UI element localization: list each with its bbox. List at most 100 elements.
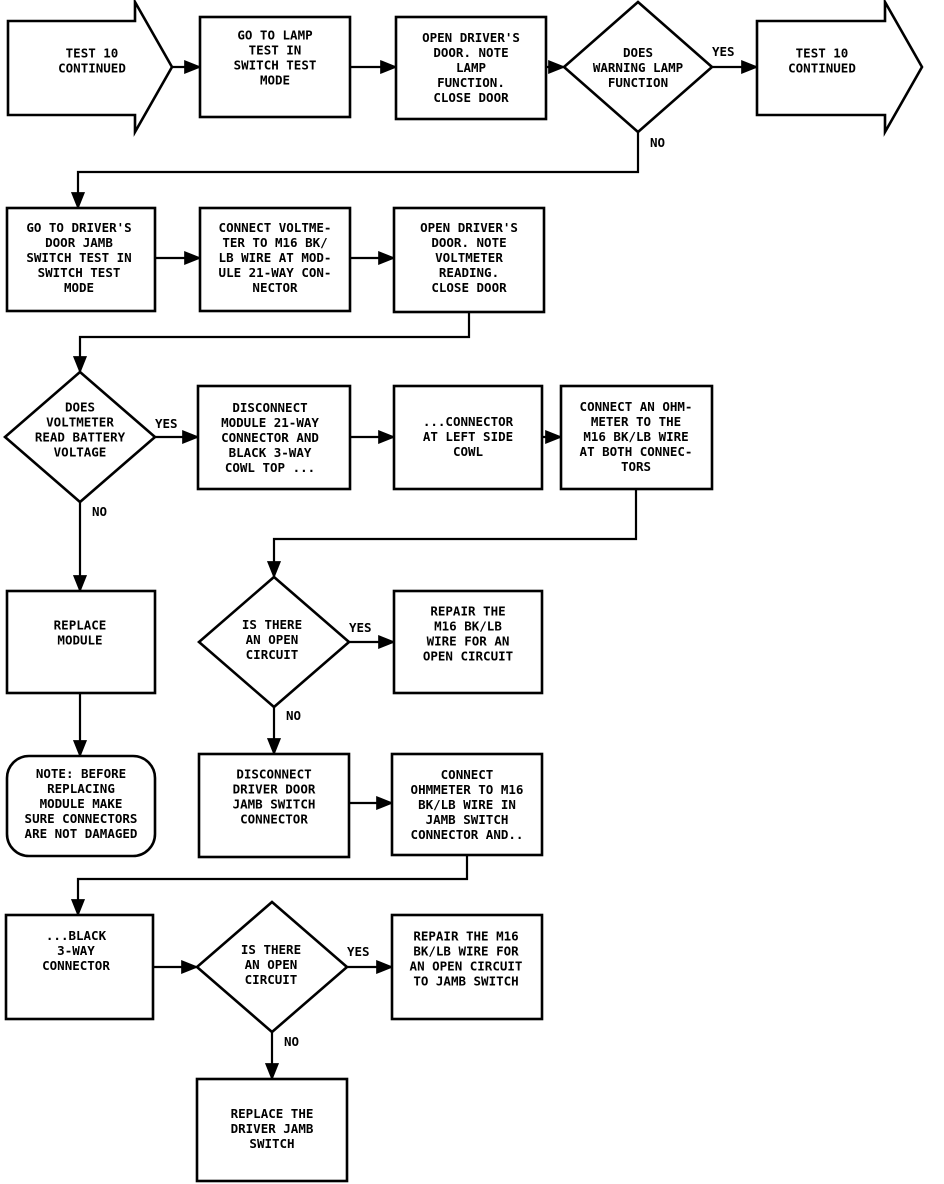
- node-line: CONTINUED: [58, 61, 126, 76]
- label-no-3: NO: [286, 708, 301, 723]
- node-line: CONNECT VOLTME-: [219, 220, 332, 235]
- box-door-jamb-test: [5, 206, 157, 313]
- node-line: READ BATTERY: [35, 430, 126, 445]
- node-line: CLOSE DOOR: [431, 280, 507, 295]
- shapes: [3, 0, 924, 1183]
- node-line: BK/LB WIRE FOR: [413, 944, 519, 959]
- label-yes-2: YES: [155, 416, 178, 431]
- node-line: MODULE: [57, 633, 102, 648]
- box-open-door-lamp: [394, 15, 548, 121]
- node-line: GO TO LAMP: [237, 28, 312, 43]
- node-line: METER TO THE: [591, 414, 681, 429]
- node-line: CONNECTOR AND: [221, 430, 319, 445]
- box-replace-module: [5, 589, 157, 695]
- node-line: DOOR. NOTE: [433, 45, 508, 60]
- node-line: TER TO M16 BK/: [222, 235, 327, 250]
- node-line: COWL: [453, 444, 484, 459]
- node-line: REPAIR THE: [430, 604, 505, 619]
- box-note: [5, 754, 157, 858]
- node-line: AN OPEN: [245, 957, 298, 972]
- box-repair-m16-jamb: [390, 913, 544, 1021]
- box-connect-voltmeter: [198, 206, 352, 313]
- label-yes-1: YES: [712, 44, 735, 59]
- node-line: COWL TOP ...: [225, 460, 315, 475]
- node-line: 3-WAY: [57, 943, 95, 958]
- node-line: REPAIR THE M16: [413, 929, 518, 944]
- label-yes-4: YES: [347, 944, 370, 959]
- node-line: OHMMETER TO M16: [411, 782, 524, 797]
- node-line: VOLTMETER: [435, 250, 503, 265]
- node-line: FUNCTION.: [437, 75, 505, 90]
- label-no-4: NO: [284, 1034, 299, 1049]
- node-line: DRIVER DOOR: [233, 782, 316, 797]
- decision-voltmeter-battery: [3, 370, 157, 504]
- node-line: SWITCH: [249, 1136, 294, 1151]
- node-line: WARNING LAMP: [593, 60, 683, 75]
- node-line: OPEN DRIVER'S: [420, 220, 518, 235]
- box-disconnect-jamb: [197, 752, 351, 859]
- node-line: ULE 21-WAY CON-: [219, 265, 332, 280]
- decision-open-circuit-1: [197, 575, 351, 709]
- node-line: CONNECTOR: [240, 812, 308, 827]
- edge-n8-n9: [72, 312, 471, 374]
- node-line: MODE: [64, 280, 94, 295]
- node-line: DOES: [65, 400, 95, 415]
- box-connector-left-cowl: [392, 384, 544, 491]
- node-line: FUNCTION: [608, 75, 668, 90]
- node-line: CLOSE DOOR: [433, 90, 509, 105]
- connectors: [70, 59, 759, 1081]
- node-line: IS THERE: [242, 617, 302, 632]
- node-line: AN OPEN: [246, 632, 299, 647]
- box-connect-ohmmeter-jamb: [390, 752, 544, 857]
- node-line: M16 BK/LB: [434, 619, 502, 634]
- box-replace-jamb-switch: [195, 1077, 349, 1183]
- terminal-arrow-start: [6, 0, 174, 137]
- node-line: LAMP: [456, 60, 486, 75]
- node-line: SURE CONNECTORS: [25, 811, 138, 826]
- box-disconnect-module: [196, 384, 352, 491]
- box-connect-ohmmeter: [559, 384, 714, 491]
- node-line: DISCONNECT: [236, 767, 311, 782]
- node-line: JAMB SWITCH: [426, 812, 509, 827]
- box-open-door-voltmeter: [392, 206, 546, 314]
- node-line: LB WIRE AT MOD-: [219, 250, 332, 265]
- edge-n12-n14: [266, 489, 638, 579]
- node-line: VOLTAGE: [54, 445, 107, 460]
- node-line: ARE NOT DAMAGED: [25, 826, 138, 841]
- node-line: M16 BK/LB WIRE: [583, 429, 688, 444]
- label-no-1: NO: [650, 135, 665, 150]
- node-line: SWITCH TEST IN: [26, 250, 131, 265]
- edge-labels: YES NO YES NO YES NO YES NO: [92, 44, 735, 1049]
- node-line: READING.: [439, 265, 499, 280]
- node-line: ...CONNECTOR: [423, 414, 514, 429]
- node-line: VOLTMETER: [46, 415, 114, 430]
- node-line: OPEN CIRCUIT: [423, 649, 513, 664]
- edge-n18-n19: [70, 855, 469, 917]
- node-line: AN OPEN CIRCUIT: [410, 959, 523, 974]
- node-line: SWITCH TEST: [38, 265, 121, 280]
- node-line: TO JAMB SWITCH: [413, 974, 518, 989]
- node-line: CONNECTOR AND..: [411, 827, 524, 842]
- node-line: AT LEFT SIDE: [423, 429, 513, 444]
- terminal-arrow-end: [755, 0, 924, 137]
- node-line: REPLACE THE: [231, 1106, 314, 1121]
- node-line: DISCONNECT: [232, 400, 307, 415]
- node-text-connect-voltmeter: CONNECT VOLTME-TER TO M16 BK/LB WIRE AT …: [219, 220, 332, 295]
- node-line: GO TO DRIVER'S: [26, 220, 131, 235]
